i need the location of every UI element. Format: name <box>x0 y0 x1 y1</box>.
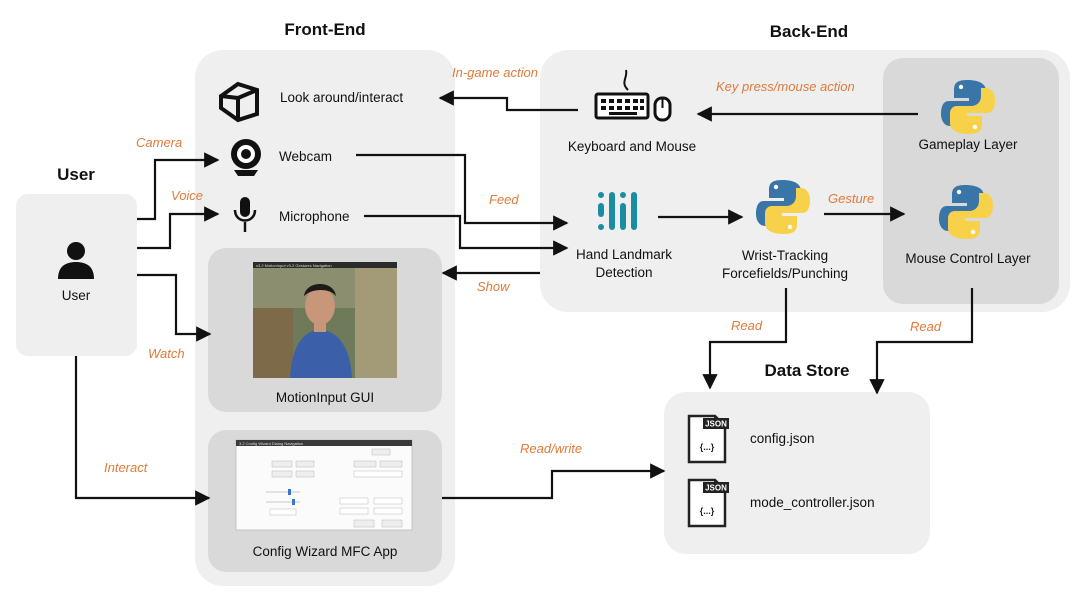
motioninput-gui-label: MotionInput GUI <box>276 390 374 405</box>
svg-text:JSON: JSON <box>705 420 727 429</box>
edge-label-watch: Watch <box>148 346 185 361</box>
datastore-panel <box>664 392 930 554</box>
json-file-icon-mode-controller: JSON {...} <box>687 478 731 528</box>
arrow-user-interact <box>74 356 211 506</box>
webcam-label: Webcam <box>279 149 332 164</box>
user-icon <box>58 242 94 279</box>
edge-label-camera: Camera <box>136 135 182 150</box>
gui-window-title: v3.2 MotionInput v3.2 Gestures Navigatio… <box>256 263 332 268</box>
backend-python-panel <box>883 58 1059 304</box>
section-header-backend: Back-End <box>770 22 848 41</box>
arrow-user-watch <box>137 273 212 342</box>
hand-landmark-label-2: Detection <box>595 265 652 280</box>
arrow-user-voice <box>137 206 220 250</box>
config-wizard-label: Config Wizard MFC App <box>253 544 398 559</box>
arrow-read-write <box>442 463 666 500</box>
edge-label-read-2: Read <box>910 319 942 334</box>
arrow-mic-feed <box>364 214 569 256</box>
arrow-user-camera <box>137 152 220 221</box>
section-header-datastore: Data Store <box>764 361 849 380</box>
svg-text:{...}: {...} <box>700 442 715 452</box>
keyboard-mouse-icon <box>594 69 672 122</box>
edge-label-in-game-action: In-game action <box>452 65 538 80</box>
section-header-frontend: Front-End <box>284 20 365 39</box>
unity-icon <box>219 81 259 123</box>
config-wizard-screenshot: 3.2 Config Wizard Dialog Navigation <box>235 439 413 531</box>
wrist-tracking-label-1: Wrist-Tracking <box>742 248 828 263</box>
config-json-label: config.json <box>750 431 815 446</box>
edge-label-show: Show <box>477 279 511 294</box>
keyboard-mouse-label: Keyboard and Mouse <box>568 139 696 154</box>
edge-label-gesture: Gesture <box>828 191 874 206</box>
wrist-tracking-label-2: Forcefields/Punching <box>722 266 848 281</box>
edge-label-interact: Interact <box>104 460 149 475</box>
arrow-mouse-control-read <box>869 288 974 395</box>
look-around-label: Look around/interact <box>280 90 403 105</box>
arrow-wrist-read <box>702 288 788 390</box>
microphone-label: Microphone <box>279 209 350 224</box>
arrow-in-game-action <box>438 90 578 112</box>
mode-controller-json-label: mode_controller.json <box>750 495 875 510</box>
svg-text:{...}: {...} <box>700 506 715 516</box>
motioninput-gui-screenshot: v3.2 MotionInput v3.2 Gestures Navigatio… <box>253 262 397 378</box>
edge-label-read-1: Read <box>731 318 763 333</box>
section-header-user: User <box>57 165 95 184</box>
edge-label-voice: Voice <box>171 188 203 203</box>
edge-label-key-press: Key press/mouse action <box>716 79 855 94</box>
mouse-control-layer-label: Mouse Control Layer <box>905 251 1031 266</box>
microphone-icon <box>233 197 257 232</box>
svg-text:JSON: JSON <box>705 484 727 493</box>
json-file-icon-config: JSON {...} <box>687 414 731 464</box>
edge-label-read-write: Read/write <box>520 441 582 456</box>
webcam-icon <box>231 139 261 176</box>
arrow-webcam-feed <box>356 153 569 231</box>
user-label: User <box>62 288 91 303</box>
hand-landmark-label-1: Hand Landmark <box>576 247 672 262</box>
mediapipe-icon <box>598 192 637 230</box>
wizard-window-title: 3.2 Config Wizard Dialog Navigation <box>239 441 303 446</box>
edge-label-feed: Feed <box>489 192 519 207</box>
gameplay-layer-label: Gameplay Layer <box>918 137 1018 152</box>
